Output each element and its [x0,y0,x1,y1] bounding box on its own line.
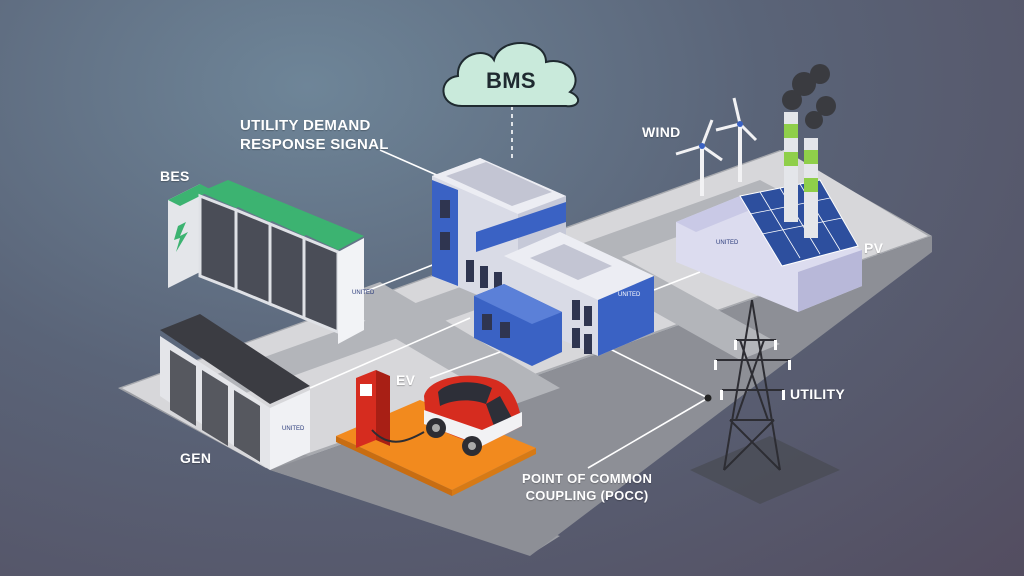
wind-turbines [675,97,758,196]
pocc-pointer [587,397,709,469]
bms-cloud [442,42,580,108]
factory-logo: UNITED [716,240,739,246]
pv-to-building-line [653,271,701,291]
ev-charger [356,370,425,448]
gen-to-building-line [309,317,471,389]
bes-battery-bank: UNITED [168,180,375,344]
utility-tower [690,299,840,504]
ev-label: EV [396,372,416,388]
bes-label: BES [160,168,190,184]
gen-label: GEN [180,450,212,466]
pocc-label: POINT OF COMMON COUPLING (POCC) [522,470,652,504]
pocc-line2: COUPLING (POCC) [525,488,649,503]
gen-generator: UNITED [160,314,310,470]
bms-label: BMS [486,68,536,93]
bes-logo: UNITED [352,290,375,296]
pocc-point [704,394,712,402]
front-building: UNITED [474,232,654,366]
pv-factory: UNITED [676,64,862,312]
building-to-utility-line [599,343,709,399]
building-logo: UNITED [618,292,641,298]
wind-label: WIND [642,124,681,140]
ev-to-building-line [429,351,501,379]
utility-demand-line1: UTILITY DEMAND [240,117,371,134]
bes-to-building-line [353,261,441,297]
pocc-line1: POINT OF COMMON [522,471,653,486]
ev-car [424,375,522,456]
pv-label: PV [864,240,884,256]
gen-logo: UNITED [282,426,305,432]
lightning-icon [174,222,188,252]
smoke [782,64,836,129]
utility-label: UTILITY [790,386,845,402]
utility-demand-line2: RESPONSE SIGNAL [240,136,389,153]
utility-demand-label: UTILITY DEMAND RESPONSE SIGNAL [240,116,389,154]
